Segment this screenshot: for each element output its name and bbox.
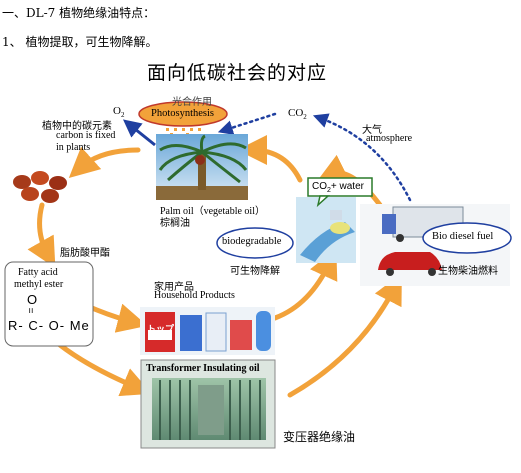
co2-flow xyxy=(217,112,412,202)
transformer-image xyxy=(140,359,276,449)
palm-oil-label-en: Palm oil（vegetable oil） xyxy=(160,206,265,217)
photosynthesis-label-en: Photosynthesis xyxy=(151,108,215,119)
arrow-fruit-to-ester xyxy=(27,202,56,269)
biodiesel-label-cn: 生物柴油燃料 xyxy=(438,266,498,277)
arrow-palm-to-fruit xyxy=(68,146,141,179)
formula-oxygen: O xyxy=(27,292,38,307)
co2-label: CO2 xyxy=(288,107,307,122)
co2-water-label: CO2+ water xyxy=(312,181,364,194)
household-label-en: Household Products xyxy=(154,290,235,301)
transformer-label-en: Transformer Insulating oil xyxy=(146,363,260,374)
dotted-arrow-diesel-to-atmosphere xyxy=(312,113,412,202)
heading-line-1: 一、DL-7 植物绝缘油特点： xyxy=(2,6,156,20)
palm-fruit-image xyxy=(13,171,67,203)
fame-label-cn: 脂肪酸甲酯 xyxy=(60,248,110,259)
arrow-ester-to-transformer xyxy=(57,342,152,397)
household-label-cn: 家用产品 xyxy=(154,282,194,293)
photosynthesis-label-cn: 光合作用 xyxy=(172,97,212,108)
fame-label-en-2: methyl ester xyxy=(14,279,64,290)
heading-line-2: 1、 植物提取，可生物降解。 xyxy=(2,35,158,49)
biodegradation-image xyxy=(296,197,356,263)
biodiesel-label-en: Bio diesel fuel xyxy=(432,231,494,242)
arrow-bio-to-palm xyxy=(237,135,303,183)
biodegradable-label-cn: 可生物降解 xyxy=(230,266,280,277)
arrow-household-to-bio xyxy=(272,248,338,321)
o2-arrow xyxy=(122,119,156,147)
arrow-transformer-to-bio xyxy=(287,273,402,398)
product-logo-text: トップ xyxy=(147,325,175,335)
biodegradable-label-en: biodegradable xyxy=(222,236,282,247)
transformer-label-cn: 变压器绝缘油 xyxy=(283,430,356,444)
diagram-title: 面向低碳社会的对应 xyxy=(147,62,328,84)
carbon-label-cn: 植物中的碳元素 xyxy=(42,121,112,132)
biodiesel-oval xyxy=(422,222,512,254)
o2-label: O2 xyxy=(113,105,125,120)
dotted-arrow-co2-to-photosynthesis xyxy=(217,112,277,135)
photosynthesis-oval xyxy=(138,101,228,127)
carbon-label-en-1: carbon is fixed xyxy=(56,130,116,141)
formula-double-bond: = xyxy=(24,307,36,314)
carbon-label-en-2: in plants xyxy=(56,142,91,153)
formula-chain: R- C- O- Me xyxy=(8,318,90,333)
palm-oil-label-cn: 棕榈油 xyxy=(160,218,190,229)
atmosphere-label-cn: 大气 xyxy=(362,125,382,136)
palm-tree-image xyxy=(156,134,248,200)
household-products-image xyxy=(140,307,275,355)
co2-water-bubble xyxy=(307,177,373,197)
atmosphere-label-en: atmosphere xyxy=(366,133,413,144)
biodegradable-oval xyxy=(216,227,294,259)
fatty-acid-box xyxy=(4,261,94,347)
fame-label-en-1: Fatty acid xyxy=(18,267,58,278)
